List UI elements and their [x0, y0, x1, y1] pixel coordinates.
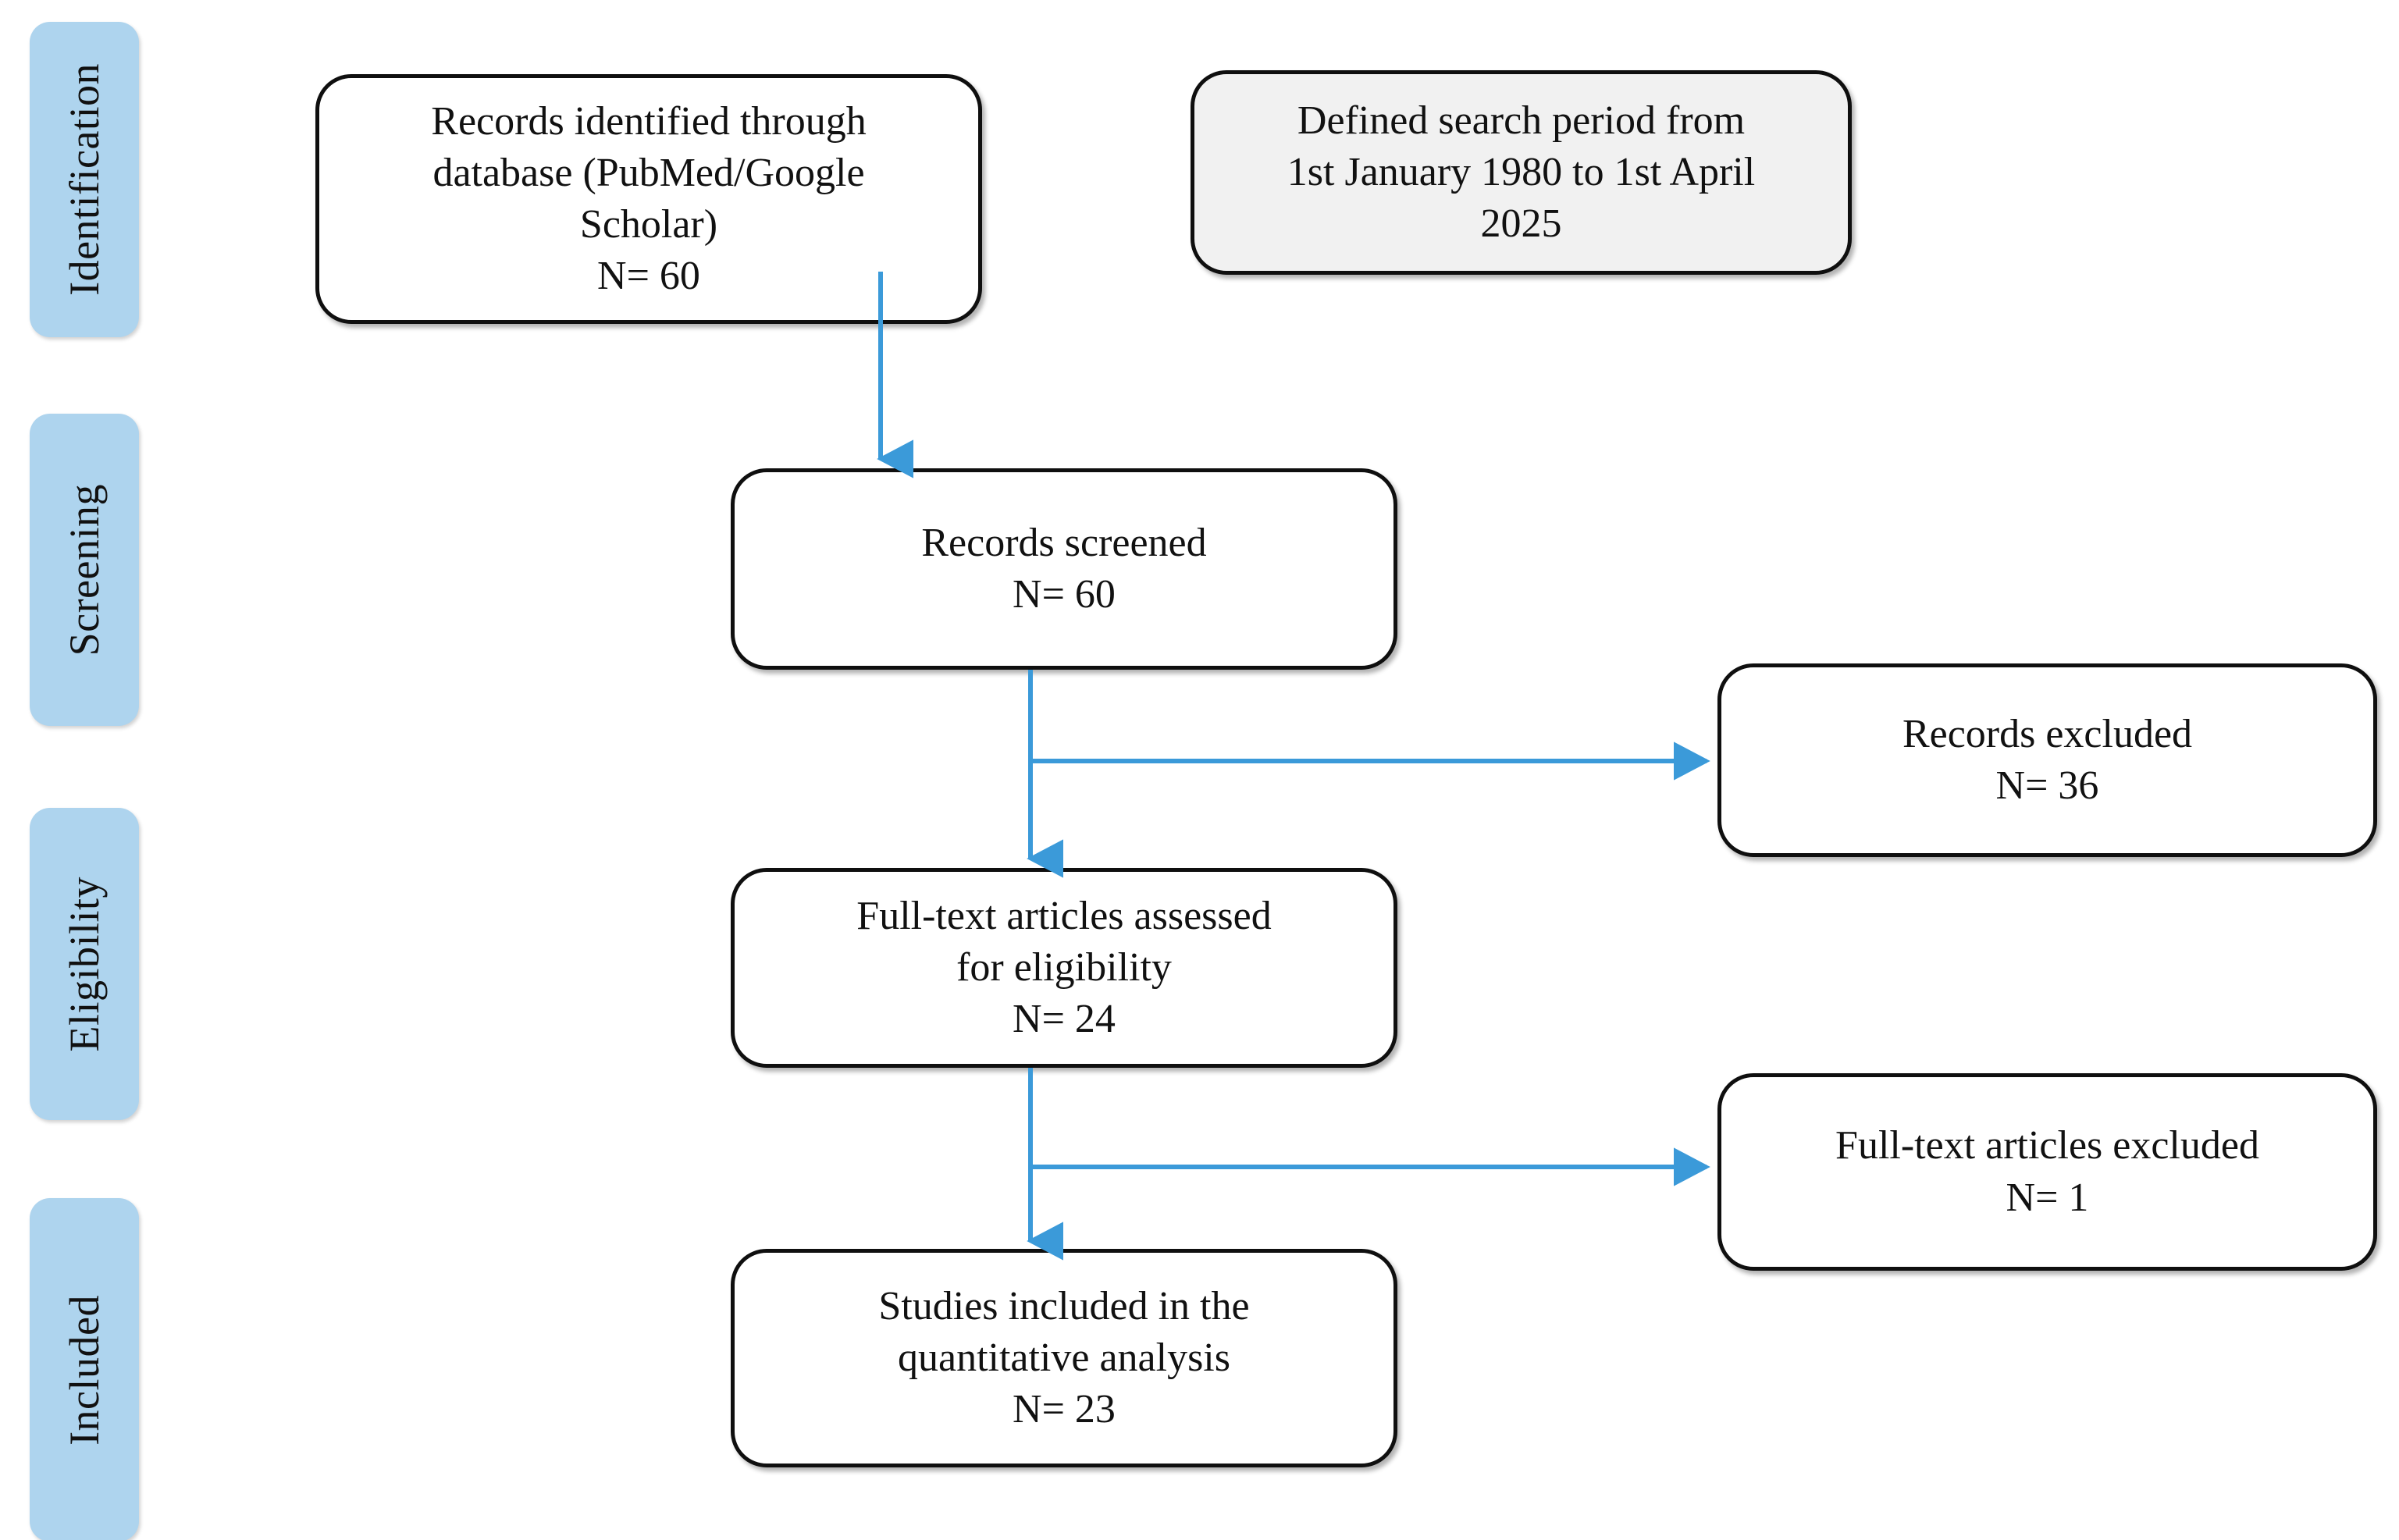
stage-tab-included-label: Included: [61, 1294, 108, 1446]
box-records-excluded-text: Records excluded N= 36: [1902, 711, 2193, 808]
stage-tab-identification-label: Identification: [61, 63, 108, 296]
stage-tab-eligibility-label: Eligibility: [61, 876, 108, 1052]
stage-tab-included: Included: [30, 1198, 139, 1540]
box-studies-included: Studies included in the quantitative ana…: [731, 1249, 1397, 1467]
box-studies-included-text: Studies included in the quantitative ana…: [878, 1283, 1250, 1432]
box-search-period-text: Defined search period from 1st January 1…: [1287, 98, 1756, 247]
stage-tab-identification: Identification: [30, 22, 139, 337]
box-records-identified-text: Records identified through database (Pub…: [431, 98, 867, 299]
stage-tab-screening: Screening: [30, 414, 139, 726]
box-records-identified: Records identified through database (Pub…: [315, 74, 982, 324]
box-fulltext-assessed-text: Full-text articles assessed for eligibil…: [856, 893, 1272, 1042]
box-records-screened-text: Records screened N= 60: [921, 520, 1207, 617]
box-fulltext-assessed: Full-text articles assessed for eligibil…: [731, 868, 1397, 1068]
box-records-excluded: Records excluded N= 36: [1717, 663, 2377, 857]
stage-tab-eligibility: Eligibility: [30, 808, 139, 1120]
stage-tab-screening-label: Screening: [61, 483, 108, 656]
box-search-period: Defined search period from 1st January 1…: [1191, 70, 1852, 275]
box-fulltext-excluded-text: Full-text articles excluded N= 1: [1835, 1123, 2259, 1220]
box-records-screened: Records screened N= 60: [731, 468, 1397, 670]
box-fulltext-excluded: Full-text articles excluded N= 1: [1717, 1073, 2377, 1271]
